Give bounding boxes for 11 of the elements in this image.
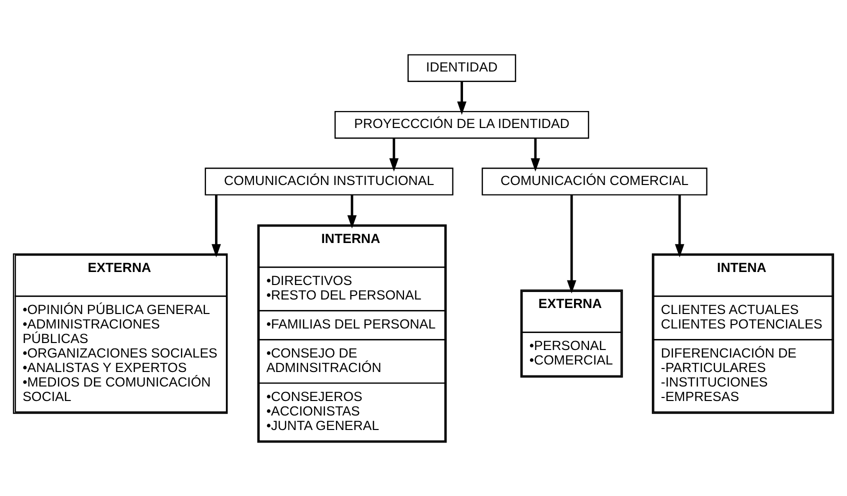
node-box: COMUNICACIÓN COMERCIAL: [482, 167, 708, 195]
arrow: [212, 194, 221, 257]
arrow: [457, 81, 466, 114]
node-box: PROYECCCIÓN DE LA IDENTIDAD: [334, 110, 590, 138]
arrow: [347, 194, 357, 228]
arrow: [566, 194, 576, 294]
node-box: COMUNICACIÓN INSTITUCIONAL: [204, 167, 454, 195]
arrow: [530, 138, 540, 172]
node-box: IDENTIDAD: [408, 54, 516, 82]
arrow: [674, 194, 684, 257]
arrow: [389, 138, 399, 172]
